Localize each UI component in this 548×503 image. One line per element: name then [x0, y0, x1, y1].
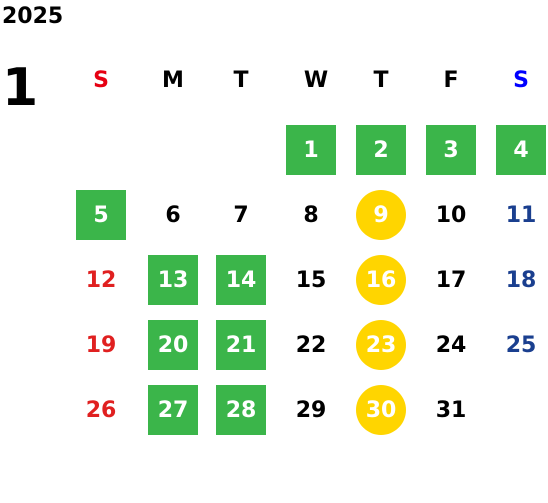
day-cell-30[interactable]: 30 — [356, 385, 406, 435]
day-cell-31[interactable]: 31 — [435, 397, 467, 423]
day-cell-9[interactable]: 9 — [356, 190, 406, 240]
weekday-thursday: T — [373, 68, 389, 93]
day-cell-25[interactable]: 25 — [505, 332, 537, 358]
day-cell-29[interactable]: 29 — [295, 397, 327, 423]
day-cell-14[interactable]: 14 — [216, 255, 266, 305]
day-cell-7[interactable]: 7 — [233, 202, 249, 228]
month-number: 1 — [2, 58, 39, 118]
day-cell-4[interactable]: 4 — [496, 125, 546, 175]
day-cell-3[interactable]: 3 — [426, 125, 476, 175]
day-cell-8[interactable]: 8 — [303, 202, 319, 228]
weekday-sunday: S — [93, 68, 109, 93]
year-label: 2025 — [2, 4, 64, 29]
day-cell-5[interactable]: 5 — [76, 190, 126, 240]
day-cell-27[interactable]: 27 — [148, 385, 198, 435]
day-cell-10[interactable]: 10 — [435, 202, 467, 228]
weekday-header: S M T W T F S — [0, 64, 548, 98]
weekday-wednesday: W — [303, 68, 329, 93]
day-cell-24[interactable]: 24 — [435, 332, 467, 358]
day-cell-16[interactable]: 16 — [356, 255, 406, 305]
day-cell-11[interactable]: 11 — [505, 202, 537, 228]
day-cell-17[interactable]: 17 — [435, 267, 467, 293]
day-cell-19[interactable]: 19 — [85, 332, 117, 358]
day-cell-12[interactable]: 12 — [85, 267, 117, 293]
day-cell-28[interactable]: 28 — [216, 385, 266, 435]
day-cell-21[interactable]: 21 — [216, 320, 266, 370]
weekday-saturday: S — [513, 68, 529, 93]
day-cell-23[interactable]: 23 — [356, 320, 406, 370]
day-cell-20[interactable]: 20 — [148, 320, 198, 370]
weekday-friday: F — [443, 68, 459, 93]
day-cell-6[interactable]: 6 — [165, 202, 181, 228]
day-cell-22[interactable]: 22 — [295, 332, 327, 358]
day-cell-13[interactable]: 13 — [148, 255, 198, 305]
weekday-tuesday: T — [233, 68, 249, 93]
day-cell-1[interactable]: 1 — [286, 125, 336, 175]
day-cell-15[interactable]: 15 — [295, 267, 327, 293]
day-cell-18[interactable]: 18 — [505, 267, 537, 293]
weekday-monday: M — [162, 68, 184, 93]
day-cell-26[interactable]: 26 — [85, 397, 117, 423]
day-cell-2[interactable]: 2 — [356, 125, 406, 175]
